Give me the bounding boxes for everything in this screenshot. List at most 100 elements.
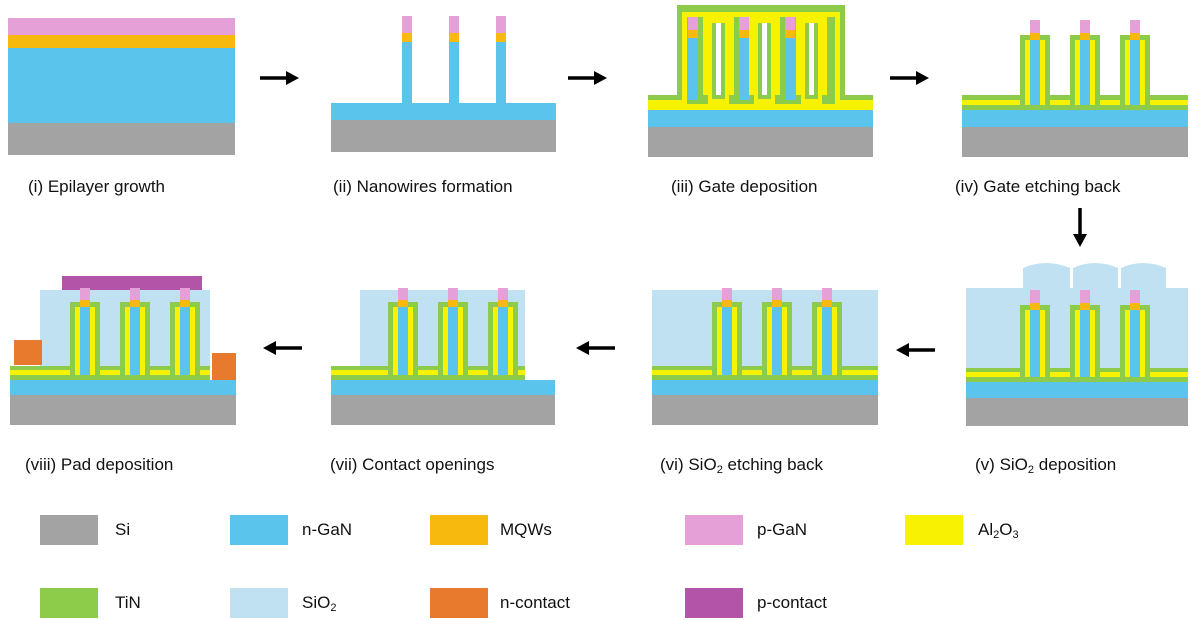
etched-wire-group [1070, 20, 1100, 105]
etched-wire-group [1120, 20, 1150, 105]
layer-ngan [966, 382, 1188, 398]
layer-mqw [8, 35, 235, 48]
n-contact-pad [14, 340, 42, 365]
wire-group [1020, 290, 1050, 377]
layer-si [8, 123, 235, 155]
layer-si [331, 395, 555, 425]
caption-step-6: (vi) SiO2 etching back [660, 455, 823, 476]
legend-swatch-si [40, 515, 98, 545]
step-text: Pad deposition [60, 455, 174, 474]
arrow-left-icon [576, 341, 615, 355]
layer-pgan [8, 18, 235, 35]
p-contact-pad [62, 276, 202, 290]
wire-group [812, 288, 842, 375]
layer-ngan [652, 380, 878, 395]
legend-swatch-pgan [685, 515, 743, 545]
legend-swatch-mqw [430, 515, 488, 545]
legend-swatch-tin [40, 588, 98, 618]
layer-ngan [10, 380, 236, 395]
layer-ngan [8, 48, 235, 123]
legend-swatch-ncontact [430, 588, 488, 618]
nanowire [496, 16, 506, 103]
layer-ngan [648, 110, 873, 127]
step-text: Epilayer growth [47, 177, 166, 196]
legend-swatch-pcontact [685, 588, 743, 618]
legend-label-tin: TiN [115, 593, 141, 612]
layer-si [331, 120, 556, 152]
step-number: (iv) [955, 177, 979, 196]
step-number: (viii) [25, 455, 57, 474]
step-number: (ii) [333, 177, 352, 196]
caption-step-2: (ii) Nanowires formation [333, 177, 513, 197]
layer-ngan [331, 380, 555, 395]
tin-groove-inner [712, 23, 818, 99]
arrow-right-icon [568, 71, 607, 85]
layer-si [962, 127, 1188, 157]
step-number: (vii) [330, 455, 358, 474]
arrow-left-icon [896, 343, 935, 357]
groove-fill [708, 23, 822, 104]
al2o3-base [331, 370, 525, 375]
step-text: Gate etching back [983, 177, 1121, 196]
arrow-down-icon [1073, 208, 1087, 247]
legend-label-pcontact: p-contact [757, 593, 827, 612]
step-number: (v) [975, 455, 995, 474]
legend-label-ncontact: n-contact [500, 593, 570, 612]
wire-group [70, 288, 100, 375]
legend-label-mqw: MQWs [500, 520, 552, 539]
sio2-bump [1073, 263, 1118, 288]
step-number: (iii) [671, 177, 694, 196]
arrow-right-icon [260, 71, 299, 85]
wire-group [712, 288, 742, 375]
legend-swatch-sio2 [230, 588, 288, 618]
step-text: Contact openings [362, 455, 495, 474]
step-text: SiO2 deposition [999, 455, 1117, 476]
legend-label-al2o3: Al2O3 [978, 520, 1019, 541]
etched-wire-group [1020, 20, 1050, 105]
wire-group [120, 288, 150, 375]
step-text: Nanowires formation [356, 177, 513, 196]
step-number: (i) [28, 177, 44, 196]
nanowire [739, 17, 749, 100]
legend-swatch-al2o3 [905, 515, 963, 545]
legend-swatch-ngan [230, 515, 288, 545]
caption-step-3: (iii) Gate deposition [671, 177, 817, 197]
arrow-right-icon [890, 71, 929, 85]
nanowire [449, 16, 459, 103]
wire-group [488, 288, 518, 375]
n-contact-pad [212, 353, 236, 380]
legend-label-si: Si [115, 520, 131, 539]
wire-group [438, 288, 468, 375]
nanowire [402, 16, 412, 103]
nanowire [688, 17, 698, 100]
layer-si [648, 127, 873, 157]
legend-label-pgan: p-GaN [757, 520, 808, 539]
wire-group [388, 288, 418, 375]
legend-label-ngan: n-GaN [302, 520, 353, 539]
layer-si [10, 395, 236, 425]
al2o3-base [10, 370, 210, 375]
nanowire [785, 17, 795, 100]
layer-ngan [962, 110, 1188, 127]
wire-group [1120, 290, 1150, 377]
layer-ngan [331, 103, 556, 120]
wire-group [1070, 290, 1100, 377]
caption-step-5: (v) SiO2 deposition [975, 455, 1116, 476]
caption-step-7: (vii) Contact openings [330, 455, 494, 475]
layer-si [652, 395, 878, 425]
arrow-left-icon [263, 341, 302, 355]
caption-step-1: (i) Epilayer growth [28, 177, 165, 197]
legend-label-sio2: SiO2 [302, 593, 337, 614]
caption-step-4: (iv) Gate etching back [955, 177, 1120, 197]
step-text: Gate deposition [698, 177, 818, 196]
wire-group [170, 288, 200, 375]
wire-group [762, 288, 792, 375]
